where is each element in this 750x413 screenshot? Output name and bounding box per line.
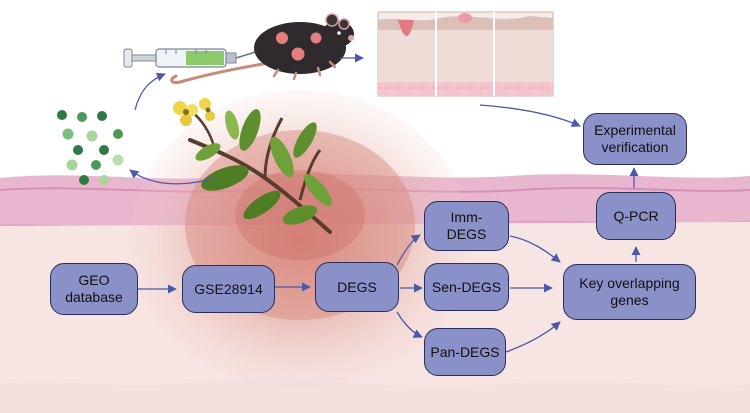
gse28914-node[interactable]: GSE28914	[182, 265, 275, 313]
flower-icon	[173, 98, 215, 126]
mouse-icon	[170, 13, 354, 84]
wound-region	[130, 90, 470, 390]
plant-icon	[173, 98, 332, 234]
syringe-icon	[123, 48, 263, 68]
flow-arrows	[138, 167, 641, 353]
key-overlapping-genes-label: Key overlapping genes	[579, 275, 680, 308]
experimental-verification-node[interactable]: Experimental verification	[583, 113, 687, 165]
imm-degs-label: Imm- DEGS	[446, 209, 487, 242]
cell-dots-icon	[57, 110, 124, 185]
geo-database-label: GEO database	[65, 272, 123, 305]
q-pcr-label: Q-PCR	[613, 207, 659, 224]
pan-degs-label: Pan-DEGS	[430, 343, 500, 360]
skin-section-icon	[377, 11, 554, 97]
illustration-arrows	[129, 53, 581, 185]
degs-label: DEGS	[337, 278, 377, 295]
degs-node[interactable]: DEGS	[315, 262, 399, 312]
sen-degs-label: Sen-DEGS	[431, 278, 502, 295]
geo-database-node[interactable]: GEO database	[50, 263, 138, 315]
pan-degs-node[interactable]: Pan-DEGS	[424, 328, 506, 376]
imm-degs-node[interactable]: Imm- DEGS	[424, 201, 509, 251]
sen-degs-node[interactable]: Sen-DEGS	[424, 263, 509, 311]
gse28914-label: GSE28914	[194, 280, 263, 297]
q-pcr-node[interactable]: Q-PCR	[596, 192, 676, 240]
experimental-verification-label: Experimental verification	[594, 122, 676, 155]
key-overlapping-genes-node[interactable]: Key overlapping genes	[563, 264, 696, 320]
